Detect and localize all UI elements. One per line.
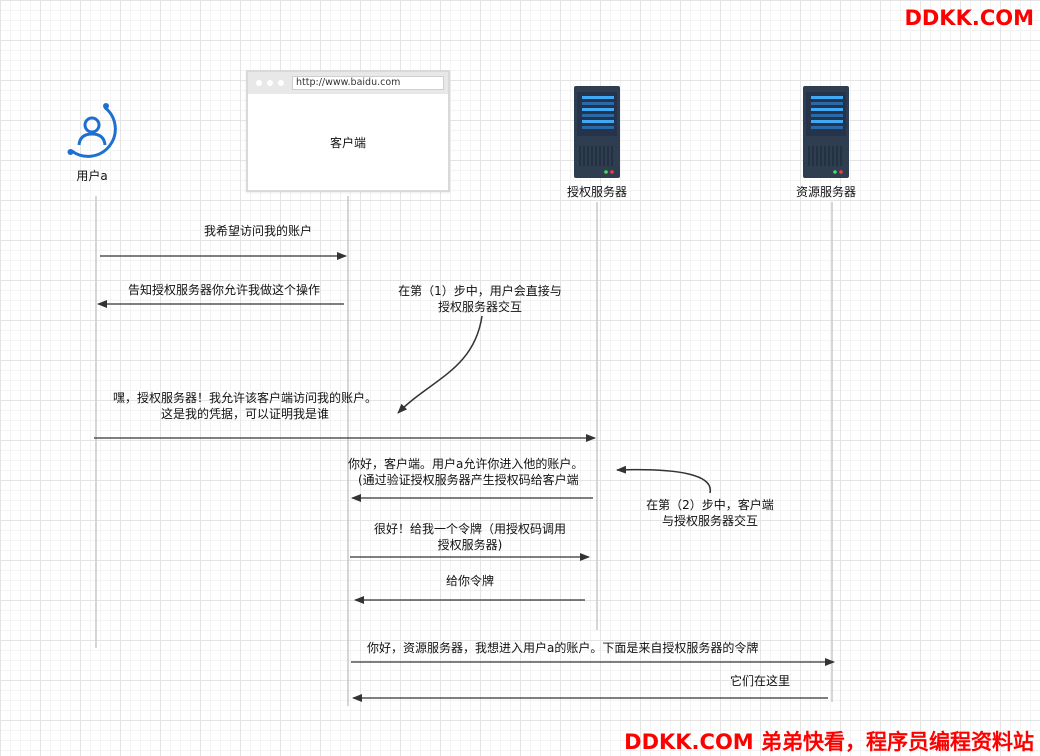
message-label-5: 很好！给我一个令牌（用授权码调用 授权服务器) bbox=[360, 521, 580, 553]
message-label-3-line1: 嘿，授权服务器！我允许该客户端访问我的账户。 bbox=[112, 391, 377, 405]
client-browser-window: http://www.baidu.com 客户端 bbox=[246, 70, 450, 192]
message-label-1: 我希望访问我的账户 bbox=[203, 224, 312, 238]
message-label-5-line1: 很好！给我一个令牌（用授权码调用 bbox=[373, 522, 566, 536]
watermark-bottom: DDKK.COM 弟弟快看，程序员编程资料站 bbox=[624, 730, 1034, 754]
message-label-4: 你好，客户端。用户a允许你进入他的账户。 (通过验证授权服务器产生授权码给客户端 bbox=[348, 456, 588, 488]
note-arrow-2 bbox=[616, 465, 711, 494]
note-step-1-line1: 在第（1）步中，用户会直接与 bbox=[398, 284, 562, 298]
window-dot-icon bbox=[278, 80, 284, 86]
note-step-2: 在第（2）步中，客户端 与授权服务器交互 bbox=[630, 497, 790, 529]
actor-label-user: 用户a bbox=[76, 169, 108, 183]
message-label-5-line2: 授权服务器) bbox=[437, 538, 503, 552]
user-circle-icon bbox=[67, 103, 117, 158]
browser-url-field: http://www.baidu.com bbox=[292, 76, 444, 90]
actor-label-client: 客户端 bbox=[329, 136, 366, 150]
note-step-2-line1: 在第（2）步中，客户端 bbox=[646, 498, 774, 512]
watermark-top: DDKK.COM bbox=[904, 6, 1034, 30]
message-label-4-line1: 你好，客户端。用户a允许你进入他的账户。 bbox=[348, 457, 584, 471]
window-dot-icon bbox=[267, 80, 273, 86]
message-label-7: 你好，资源服务器，我想进入用户a的账户。下面是来自授权服务器的令牌 bbox=[367, 641, 759, 655]
browser-toolbar: http://www.baidu.com bbox=[248, 72, 448, 94]
window-dot-icon bbox=[256, 80, 262, 86]
actor-label-resource-server: 资源服务器 bbox=[795, 185, 856, 199]
message-label-2: 告知授权服务器你允许我做这个操作 bbox=[127, 283, 320, 297]
message-label-8: 它们在这里 bbox=[729, 674, 790, 688]
note-step-1-line2: 授权服务器交互 bbox=[437, 300, 522, 314]
note-arrow-1 bbox=[397, 315, 483, 414]
message-label-3-line2: 这是我的凭据，可以证明我是谁 bbox=[160, 407, 329, 421]
note-step-1: 在第（1）步中，用户会直接与 授权服务器交互 bbox=[380, 283, 580, 315]
message-label-4-line2: (通过验证授权服务器产生授权码给客户端 bbox=[358, 473, 579, 487]
message-label-3: 嘿，授权服务器！我允许该客户端访问我的账户。 这是我的凭据，可以证明我是谁 bbox=[60, 390, 430, 422]
server-icon bbox=[803, 86, 849, 178]
actor-label-auth-server: 授权服务器 bbox=[566, 185, 627, 199]
note-step-2-line2: 与授权服务器交互 bbox=[661, 514, 758, 528]
server-icon bbox=[574, 86, 620, 178]
message-label-6: 给你令牌 bbox=[445, 574, 494, 588]
